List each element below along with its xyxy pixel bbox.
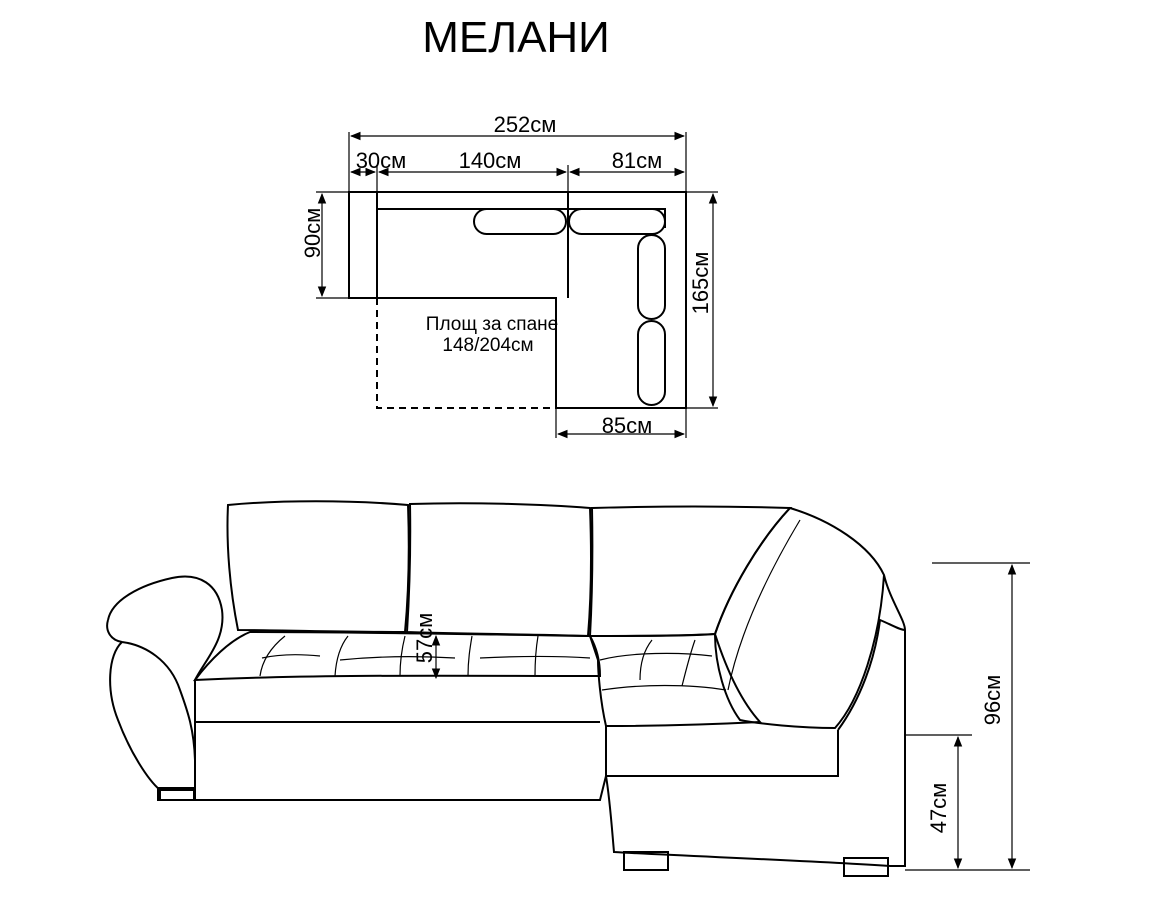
base-height-label: 47см xyxy=(926,783,951,834)
side-depth-label: 85см xyxy=(602,413,653,438)
seat-width-label: 140см xyxy=(459,148,522,173)
seat-height-dimension: 57см xyxy=(412,613,441,680)
total-height-dimension: 96см xyxy=(905,562,1030,871)
sleep-area-label: Площ за спане xyxy=(426,314,558,335)
back-cushion-left xyxy=(226,500,410,634)
pillow-3 xyxy=(637,234,666,320)
back-cushion-right xyxy=(588,505,793,638)
side-length-label: 165см xyxy=(688,252,713,315)
sleep-area-size: 148/204см xyxy=(442,335,533,356)
base-height-dimension: 47см xyxy=(905,734,972,870)
seat-height-label: 57см xyxy=(412,613,437,664)
pillow-4 xyxy=(637,320,666,406)
pillow-1 xyxy=(473,208,567,235)
plan-view: 252см 30см 140см 81см Площ за спане 148/… xyxy=(300,112,718,439)
page-title: МЕЛАНИ xyxy=(422,13,610,62)
depth-label: 90см xyxy=(300,208,325,259)
pillow-2 xyxy=(568,208,666,235)
corner-width-label: 81см xyxy=(612,148,663,173)
sofa-plan-outline xyxy=(348,191,687,409)
sofa-illustration xyxy=(106,500,906,877)
total-width-label: 252см xyxy=(494,112,557,137)
armrest-width-label: 30см xyxy=(356,148,407,173)
corner-back-cushion xyxy=(713,506,886,730)
sleep-area-outline xyxy=(376,298,556,409)
total-height-label: 96см xyxy=(980,675,1005,726)
